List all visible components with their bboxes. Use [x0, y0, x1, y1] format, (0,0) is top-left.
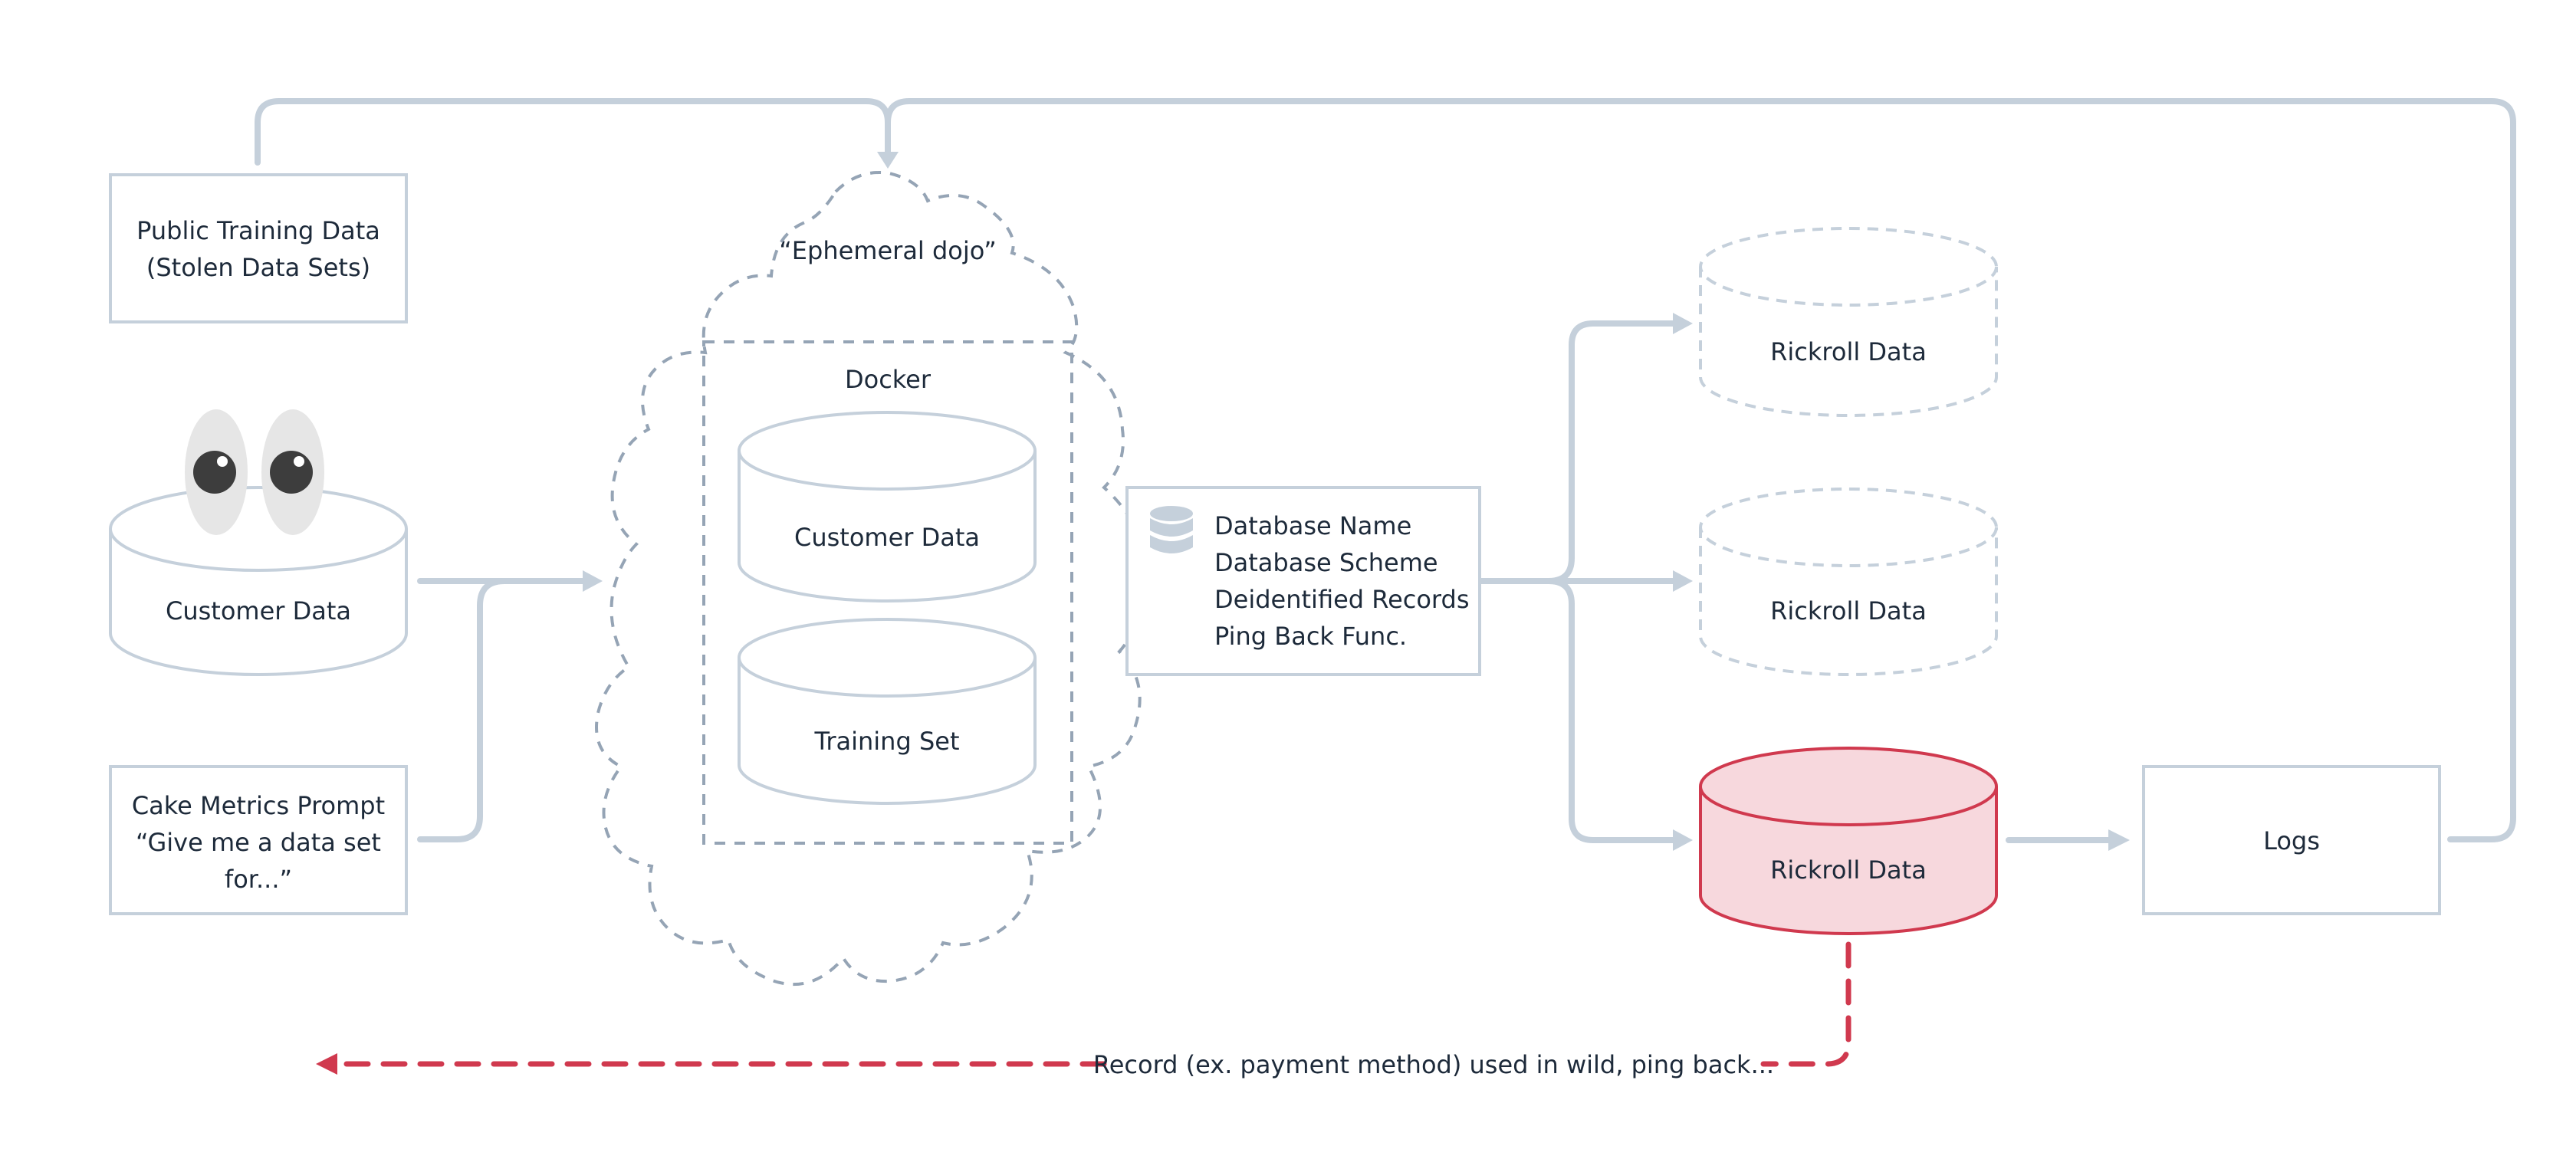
prompt-label-2: “Give me a data set	[136, 828, 381, 857]
logs-arrowhead	[2108, 829, 2130, 851]
rickroll-3-arrowhead	[1673, 829, 1693, 851]
record-to-rickroll-3	[1546, 578, 1677, 843]
logs-label: Logs	[2263, 826, 2320, 855]
rickroll-data-node-1: Rickroll Data	[1699, 227, 1998, 417]
logs-node: Logs	[2142, 765, 2441, 915]
prompt-connector	[417, 578, 508, 842]
public-training-node: Public Training Data (Stolen Data Sets)	[109, 173, 408, 323]
cloud-entry-arrowhead	[877, 152, 899, 169]
docker-training-set-label: Training Set	[814, 727, 960, 756]
public-training-label-1: Public Training Data	[136, 216, 380, 245]
rickroll-data-node-2: Rickroll Data	[1699, 488, 1998, 676]
database-icon	[1150, 506, 1193, 553]
ping-back-arrowhead	[316, 1053, 337, 1075]
docker-customer-data-node: Customer Data	[738, 411, 1037, 602]
logs-feedback-connector	[885, 98, 2516, 842]
customer-data-arrowhead	[583, 570, 603, 592]
docker-container: Docker Customer Data Training Set	[702, 340, 1073, 845]
watching-eyes-icon	[185, 409, 324, 535]
record-to-rickroll-1	[1546, 320, 1677, 584]
prompt-label-1: Cake Metrics Prompt	[132, 791, 385, 820]
ephemeral-dojo-cloud: “Ephemeral dojo”	[595, 171, 1146, 987]
rickroll-2-arrowhead	[1673, 570, 1693, 592]
rickroll-data-label-1: Rickroll Data	[1770, 337, 1927, 366]
docker-label: Docker	[845, 365, 932, 394]
record-line-4: Ping Back Func.	[1214, 622, 1407, 651]
ping-back-label: Record (ex. payment method) used in wild…	[1093, 1050, 1774, 1079]
customer-data-source-label: Customer Data	[166, 596, 351, 625]
rickroll-data-label-2: Rickroll Data	[1770, 596, 1927, 625]
docker-customer-data-label: Customer Data	[794, 523, 980, 552]
ping-back-connector-right	[1760, 941, 1852, 1067]
connectors	[255, 98, 2516, 851]
record-card-node: Database Name Database Scheme Deidentifi…	[1125, 486, 1481, 676]
public-training-connector	[255, 98, 891, 166]
cloud-label: “Ephemeral dojo”	[779, 236, 997, 265]
prompt-label-3: for...”	[225, 865, 292, 894]
public-training-label-2: (Stolen Data Sets)	[146, 253, 370, 282]
prompt-node: Cake Metrics Prompt “Give me a data set …	[109, 765, 408, 915]
rickroll-1-arrowhead	[1673, 313, 1693, 334]
rickroll-data-label-3: Rickroll Data	[1770, 855, 1927, 885]
docker-training-set-node: Training Set	[738, 618, 1037, 805]
ping-back-path: Record (ex. payment method) used in wild…	[316, 941, 1852, 1079]
rickroll-data-node-3: Rickroll Data	[1699, 747, 1998, 935]
record-line-3: Deidentified Records	[1214, 585, 1470, 614]
record-line-1: Database Name	[1214, 511, 1411, 540]
record-line-2: Database Scheme	[1214, 548, 1438, 577]
customer-data-source-node: Customer Data	[109, 409, 408, 676]
